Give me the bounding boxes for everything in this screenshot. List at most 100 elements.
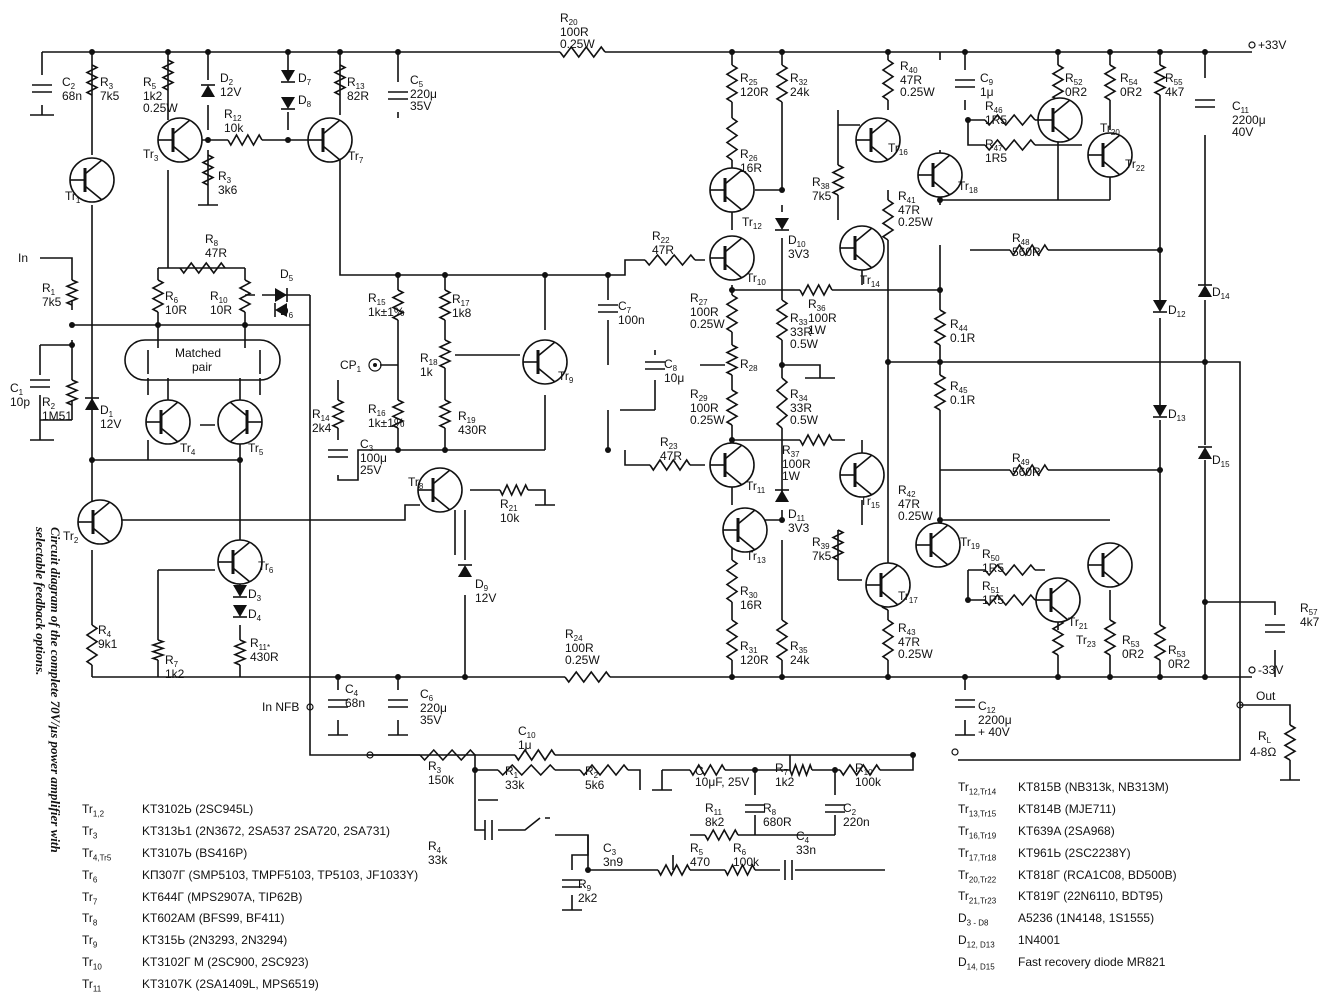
- legend-key: Tr12,Tr14: [958, 780, 997, 797]
- component-label: Tr23: [1076, 633, 1096, 649]
- figure-caption: Circuit diagram of the complete 70V/μs p…: [33, 527, 63, 853]
- component-label: D4: [248, 607, 262, 623]
- component-label: Tr13: [746, 549, 766, 565]
- legend-key: Tr21,Tr23: [958, 889, 997, 906]
- legend-value: KT818Г (RCA1C08, BD500B): [1018, 867, 1177, 882]
- component-label: R28: [740, 357, 758, 373]
- diodes: [85, 70, 1212, 618]
- legend-value: KT602AM (BFS99, BF411): [142, 911, 285, 926]
- legend-value: KП307Г (SMP5103, TMPF5103, TP5103, JF103…: [142, 867, 419, 882]
- legend-row: Tr21,Tr23 KT819Г (22N6110, BDT95): [958, 888, 1177, 910]
- legend-key: Tr6: [82, 867, 98, 885]
- component-label: D6: [280, 304, 294, 320]
- legend-value: KT3102Г M (2SC900, 2SC923): [142, 955, 309, 970]
- component-label: Tr3: [143, 147, 159, 163]
- matched-pair-outline: [124, 339, 281, 381]
- legend-key: Tr16,Tr19: [958, 823, 997, 841]
- component-label: Tr9: [558, 369, 574, 385]
- test-point-label: CP1: [340, 358, 362, 374]
- legend-value: Fast recovery diode MR821: [1018, 955, 1166, 970]
- component-label: Tr19: [960, 535, 980, 551]
- negative-rail-label: -33V: [1258, 663, 1283, 677]
- input-label: In: [18, 251, 28, 265]
- load-value: 4-8Ω: [1250, 745, 1276, 759]
- component-label: D7: [298, 71, 312, 87]
- component-label: D13: [1168, 407, 1186, 423]
- component-label: Tr14: [860, 273, 880, 289]
- legend-value: KT3107Ь (BS416P): [142, 845, 248, 860]
- component-label: D8: [298, 93, 312, 109]
- caption-line-2: selectable feedback options.: [33, 527, 48, 676]
- legend-key: Tr7: [82, 889, 98, 906]
- component-label: Tr22: [1125, 157, 1145, 173]
- legend-key: Tr3: [82, 823, 98, 841]
- legend-key: Tr8: [82, 911, 98, 928]
- component-label: Tr5: [248, 441, 264, 457]
- legend-value: KT819Г (22N6110, BDT95): [1018, 889, 1164, 904]
- output-label: Out: [1256, 689, 1276, 703]
- legend-value: KT961Ь (2SC2238Y): [1018, 845, 1131, 860]
- legend-key: Tr20,Tr22: [958, 867, 997, 884]
- component-label: Tr17: [898, 589, 918, 605]
- matched-pair-label-1: Matched: [175, 346, 221, 360]
- legend-key: D14, D15: [958, 955, 995, 972]
- component-label: Tr21: [1068, 615, 1088, 631]
